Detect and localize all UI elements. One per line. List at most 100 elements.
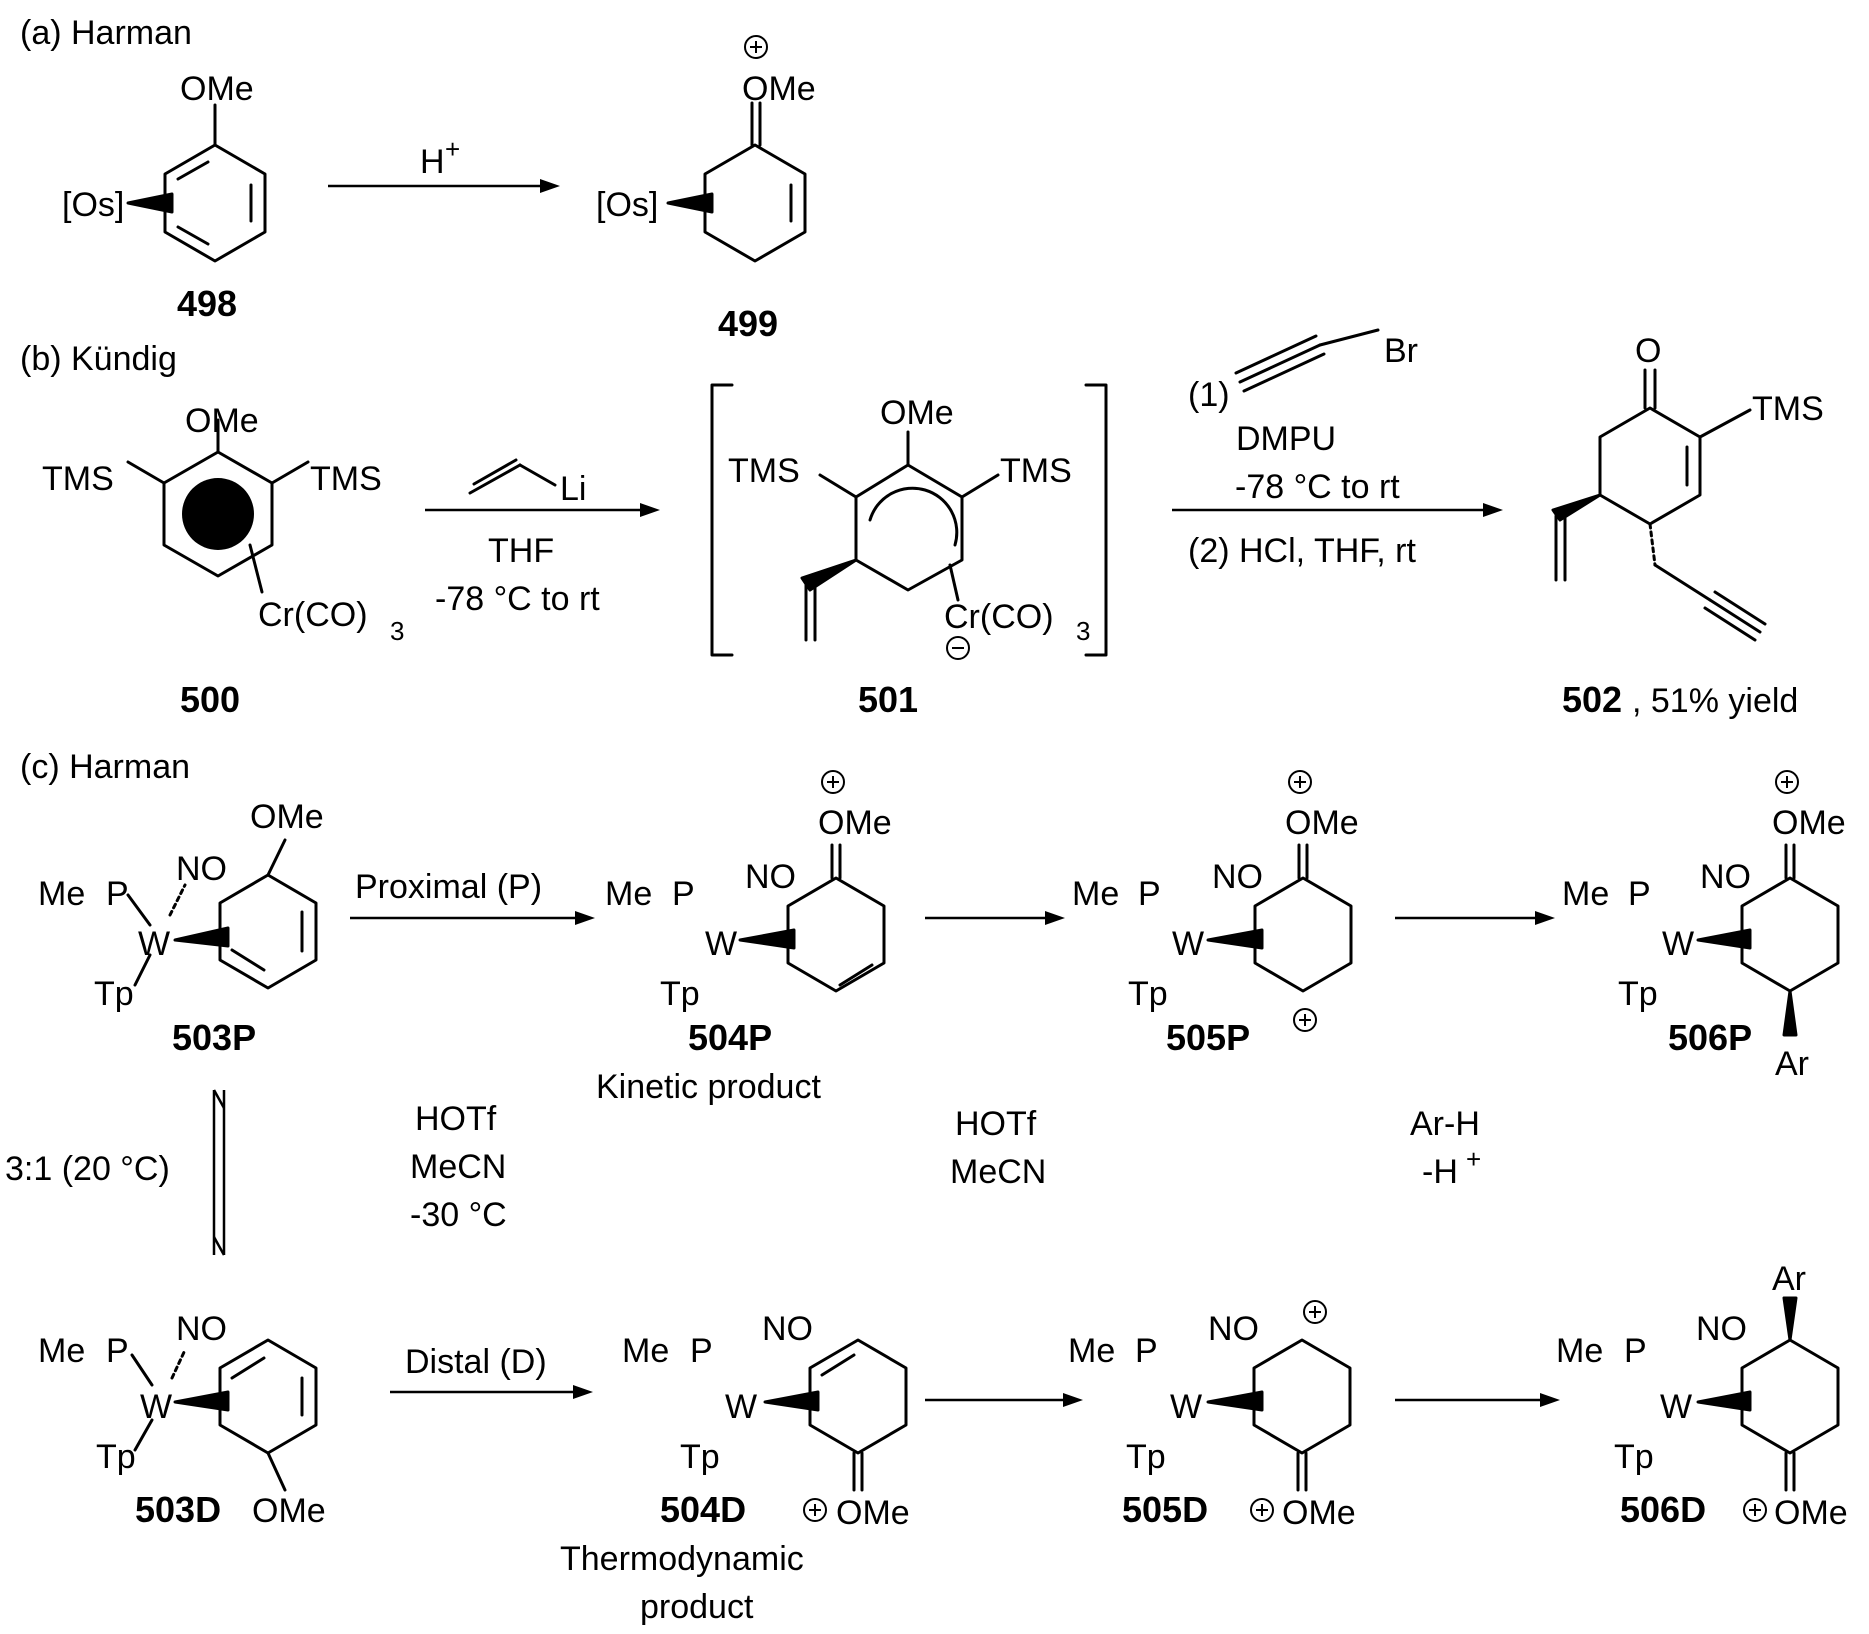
group-me-505D: Me: [1068, 1332, 1115, 1370]
cond-b2-step1: (1): [1188, 376, 1230, 414]
group-w-505D: W: [1170, 1388, 1202, 1426]
cond-minush-sup: +: [1466, 1144, 1481, 1174]
group-p-504D: P: [690, 1332, 713, 1370]
group-no-504P: NO: [745, 858, 796, 896]
reagent-propargyl-bromide: [1234, 328, 1380, 393]
compound-501-label: 501: [858, 679, 918, 720]
arrow-distal: [390, 1385, 593, 1399]
cond-b1-solvent: THF: [488, 532, 554, 570]
group-w-503P: W: [138, 925, 170, 963]
cond-arh: Ar-H: [1410, 1105, 1480, 1143]
group-me-504P: Me: [605, 875, 652, 913]
group-me-504D: Me: [622, 1332, 669, 1370]
group-p-503P: P: [106, 875, 129, 913]
group-tp-506P: Tp: [1618, 975, 1658, 1013]
group-w-506P: W: [1662, 925, 1694, 963]
arrow-proximal: [350, 911, 595, 925]
cond-temp-1: -30 °C: [410, 1196, 507, 1234]
cond-proximal: Proximal (P): [355, 868, 542, 906]
arrow-504P-505P: [925, 911, 1065, 925]
group-tp-503P: Tp: [94, 975, 134, 1013]
group-ome-501: OMe: [880, 394, 954, 432]
group-tms-501b: TMS: [1000, 452, 1072, 490]
cond-hotf-1: HOTf: [415, 1100, 497, 1138]
label-kinetic: Kinetic product: [596, 1068, 821, 1106]
group-w-504D: W: [725, 1388, 757, 1426]
compound-499-label: 499: [718, 303, 778, 344]
group-ome-504D: OMe: [836, 1494, 910, 1532]
arrow-505D-506D: [1395, 1393, 1560, 1407]
group-no-503P: NO: [176, 850, 227, 888]
group-ome: OMe: [180, 70, 254, 108]
compound-503D-structure: [130, 1338, 318, 1492]
group-tp-506D: Tp: [1614, 1438, 1654, 1476]
group-w-505P: W: [1172, 925, 1204, 963]
group-w-504P: W: [705, 925, 737, 963]
group-o-502: O: [1635, 332, 1661, 370]
group-w-503D: W: [140, 1388, 172, 1426]
compound-504D-structure: [763, 1338, 908, 1492]
group-ome-505P: OMe: [1285, 804, 1359, 842]
yield-502: , 51% yield: [1632, 682, 1798, 720]
compound-499-structure: [666, 101, 807, 263]
compound-505D-label: 505D: [1122, 1489, 1208, 1530]
group-me-506P: Me: [1562, 875, 1609, 913]
arrow-a: [328, 179, 560, 193]
section-b-title: (b) Kündig: [20, 340, 177, 378]
group-no-506P: NO: [1700, 858, 1751, 896]
cond-minush: -H: [1422, 1153, 1458, 1191]
group-tms-500a: TMS: [42, 460, 114, 498]
cond-b2-dmpu: DMPU: [1236, 420, 1336, 458]
compound-498-structure: [126, 103, 267, 263]
compound-502-structure: [1551, 368, 1767, 642]
arrow-505P-506P: [1395, 911, 1555, 925]
group-os: [Os]: [62, 186, 124, 224]
group-tp-505D: Tp: [1126, 1438, 1166, 1476]
section-a-title: (a) Harman: [20, 14, 192, 52]
compound-503D-label: 503D: [135, 1489, 221, 1530]
group-p-505P: P: [1138, 875, 1161, 913]
cond-a-sup: +: [445, 134, 460, 164]
group-no-503D: NO: [176, 1310, 227, 1348]
compound-504D-label: 504D: [660, 1489, 746, 1530]
compound-503P-label: 503P: [172, 1017, 256, 1058]
compound-506P-label: 506P: [1668, 1017, 1752, 1058]
arrow-504D-505D: [925, 1393, 1083, 1407]
group-br: Br: [1384, 332, 1418, 370]
compound-500-label: 500: [180, 679, 240, 720]
group-ome-506D: OMe: [1774, 1494, 1848, 1532]
compound-500-structure: [126, 418, 310, 594]
label-thermo-2: product: [640, 1588, 754, 1626]
group-ome-503D: OMe: [252, 1492, 326, 1530]
cond-equilibrium: 3:1 (20 °C): [5, 1150, 170, 1188]
group-cr-500: Cr(CO): [258, 596, 368, 634]
cond-b2-temp: -78 °C to rt: [1235, 468, 1400, 506]
group-p-505D: P: [1135, 1332, 1158, 1370]
reagent-vinyllithium: [468, 458, 557, 495]
cond-hotf-2: HOTf: [955, 1105, 1037, 1143]
group-tms-501a: TMS: [728, 452, 800, 490]
compound-505P-label: 505P: [1166, 1017, 1250, 1058]
group-ome-499: OMe: [742, 70, 816, 108]
group-cr-500-sub: 3: [390, 616, 404, 646]
group-tp-503D: Tp: [96, 1438, 136, 1476]
group-no-505P: NO: [1212, 858, 1263, 896]
compound-498-label: 498: [177, 283, 237, 324]
group-ome-506P: OMe: [1772, 804, 1846, 842]
cond-a: H: [420, 143, 445, 181]
cond-distal: Distal (D): [405, 1343, 547, 1381]
compound-505P-structure: [1206, 843, 1353, 993]
group-tms-502: TMS: [1752, 390, 1824, 428]
group-ome-500: OMe: [185, 402, 259, 440]
group-ome-504P: OMe: [818, 804, 892, 842]
group-ar-506P: Ar: [1775, 1045, 1809, 1083]
group-no-506D: NO: [1696, 1310, 1747, 1348]
group-no-504D: NO: [762, 1310, 813, 1348]
compound-506D-label: 506D: [1620, 1489, 1706, 1530]
label-thermo-1: Thermodynamic: [560, 1540, 804, 1578]
cond-mecn-2: MeCN: [950, 1153, 1046, 1191]
group-me-506D: Me: [1556, 1332, 1603, 1370]
arrow-b2: [1172, 503, 1503, 517]
group-tp-504P: Tp: [660, 975, 700, 1013]
